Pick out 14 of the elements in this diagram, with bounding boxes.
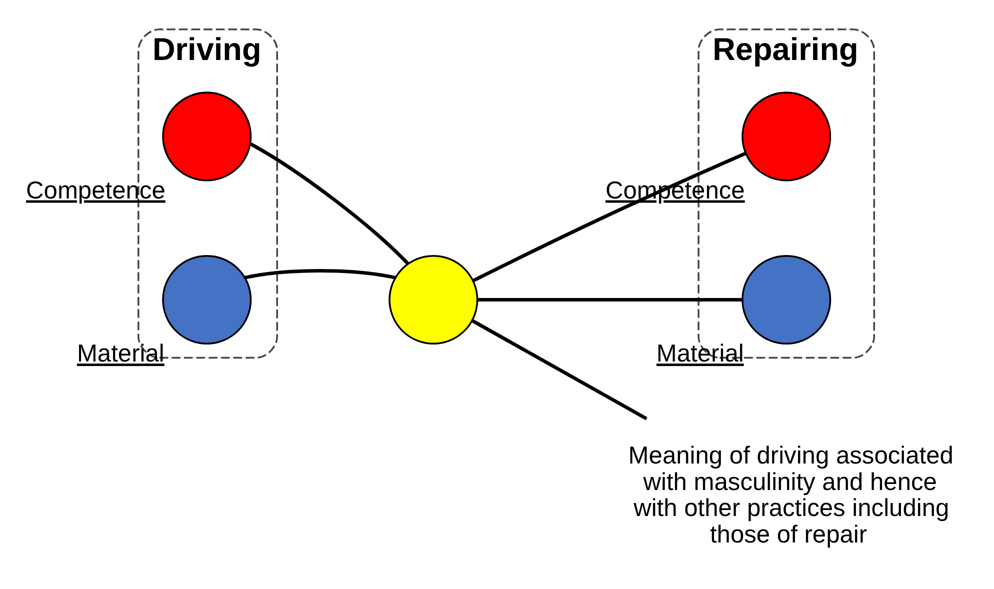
node-circle: [741, 92, 831, 182]
node-circle: [162, 92, 252, 182]
node-label: Material: [656, 340, 744, 368]
connector: [249, 142, 408, 265]
connector: [472, 152, 746, 282]
node-circle: [388, 255, 478, 345]
connector: [471, 319, 647, 420]
node-circle: [741, 255, 831, 345]
connector: [476, 298, 742, 302]
connector: [244, 269, 396, 280]
node-text: Meaning of driving associated with masculinity and hence with other practices including those of repair: [628, 442, 953, 548]
node-label: Material: [76, 340, 164, 368]
node-label: Competence: [26, 177, 165, 204]
node-circle: [162, 255, 252, 345]
